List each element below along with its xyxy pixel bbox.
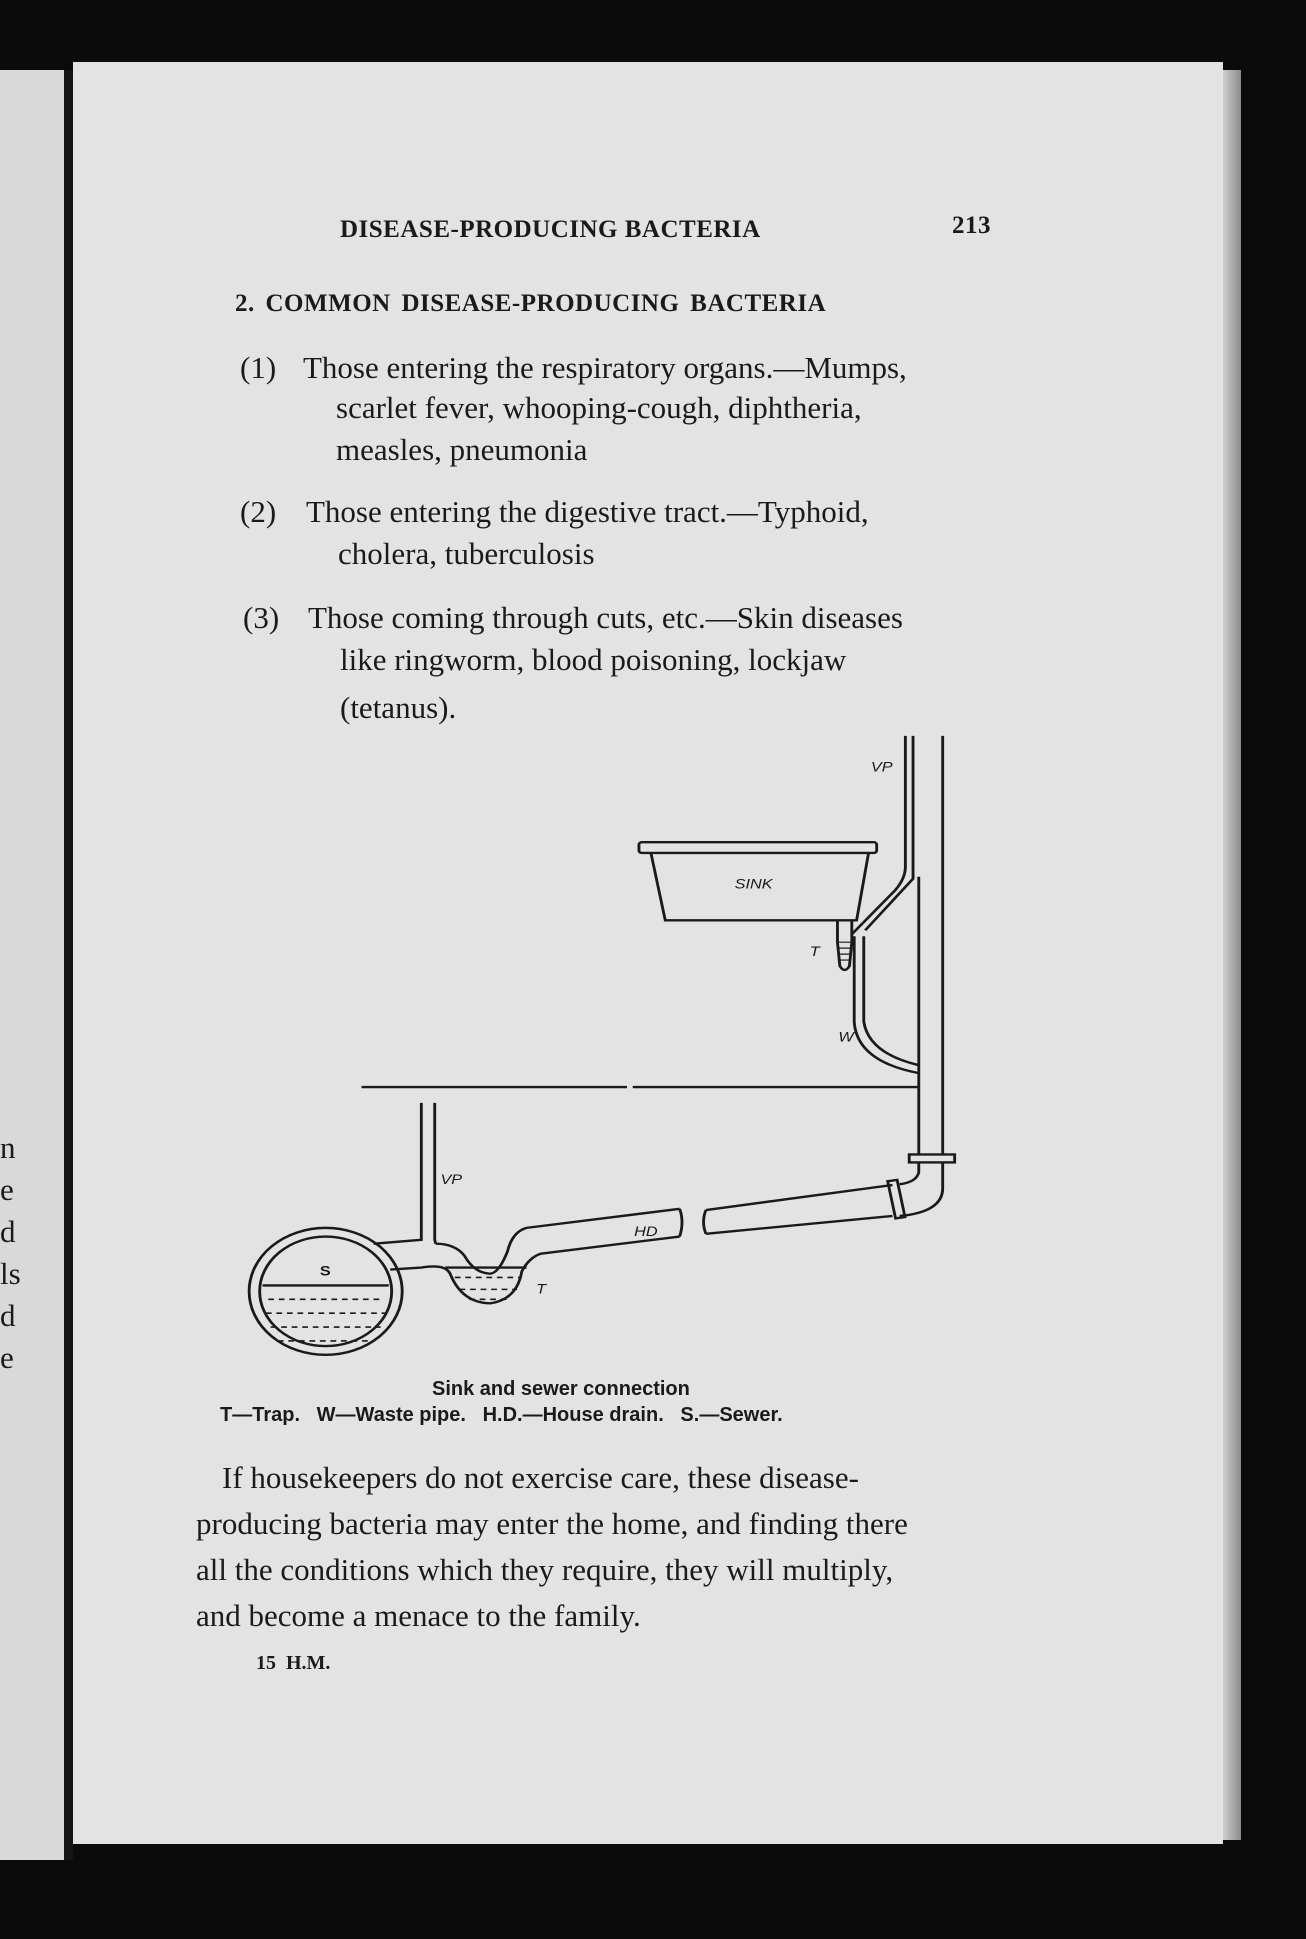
label-vp-top: VP bbox=[871, 760, 893, 775]
list-text: Those entering the respiratory organs.—M… bbox=[303, 350, 907, 385]
facing-page-fragment: d bbox=[0, 1214, 16, 1249]
paragraph-line: and become a menace to the family. bbox=[196, 1598, 641, 1633]
list-number: (2) bbox=[240, 494, 277, 529]
list-text: (tetanus). bbox=[340, 690, 457, 725]
water-hatching bbox=[265, 1276, 522, 1342]
figure-legend: T—Trap. W—Waste pipe. H.D.—House drain. … bbox=[220, 1404, 783, 1426]
stack-collar bbox=[907, 1153, 957, 1164]
facing-page-fragment: e bbox=[0, 1340, 14, 1375]
list-text: like ringworm, blood poisoning, lockjaw bbox=[340, 642, 847, 677]
label-house-drain: HD bbox=[634, 1224, 658, 1239]
list-number: (1) bbox=[240, 350, 277, 385]
waste-pipe bbox=[852, 936, 920, 1075]
signature-mark: 15 H.M. bbox=[256, 1652, 331, 1674]
list-text: Those coming through cuts, etc.—Skin dis… bbox=[308, 600, 903, 635]
drain-collar bbox=[886, 1178, 907, 1220]
facing-page-fragment: ls bbox=[0, 1256, 21, 1291]
book-spine bbox=[64, 70, 73, 1860]
list-text: scarlet fever, whooping-cough, diphtheri… bbox=[336, 390, 862, 425]
facing-page: n e d ls d e bbox=[0, 70, 66, 1860]
label-vp-bottom: VP bbox=[440, 1172, 462, 1187]
label-sewer: S bbox=[320, 1264, 331, 1279]
label-trap-top: T bbox=[810, 944, 821, 959]
facing-page-fragment: d bbox=[0, 1298, 16, 1333]
label-trap-bottom: T bbox=[536, 1282, 547, 1297]
section-heading: 2. COMMON DISEASE-PRODUCING BACTERIA bbox=[235, 290, 827, 317]
label-waste: W bbox=[838, 1030, 855, 1045]
sink-basin bbox=[649, 852, 870, 922]
figure-caption: Sink and sewer connection bbox=[432, 1378, 690, 1400]
list-number: (3) bbox=[243, 600, 280, 635]
sink-rim bbox=[637, 841, 879, 855]
list-text: Those entering the digestive tract.—Typh… bbox=[306, 494, 869, 529]
page-number: 213 bbox=[952, 212, 991, 239]
sewer-outer bbox=[247, 1226, 404, 1357]
paragraph-line: all the conditions which they require, t… bbox=[196, 1552, 894, 1587]
vent-pipe-bottom bbox=[373, 1102, 438, 1245]
sink-sewer-diagram: SINK VP T W VP HD S T bbox=[247, 735, 957, 1357]
sink-trap bbox=[836, 920, 854, 972]
elbow bbox=[899, 1162, 945, 1218]
sewer-inner bbox=[258, 1235, 394, 1348]
vent-pipe-top bbox=[850, 735, 915, 936]
list-text: cholera, tuberculosis bbox=[338, 536, 595, 571]
paragraph-line: producing bacteria may enter the home, a… bbox=[196, 1506, 908, 1541]
running-head-title: DISEASE-PRODUCING BACTERIA bbox=[340, 216, 761, 243]
label-sink: SINK bbox=[735, 877, 774, 892]
list-text: measles, pneumonia bbox=[336, 432, 588, 467]
paragraph-line: If housekeepers do not exercise care, th… bbox=[222, 1460, 859, 1495]
facing-page-fragment: e bbox=[0, 1172, 14, 1207]
soil-stack bbox=[917, 735, 945, 1155]
page-edge bbox=[1223, 70, 1241, 1840]
house-drain bbox=[702, 1183, 893, 1236]
book-page bbox=[73, 62, 1223, 1844]
facing-page-fragment: n bbox=[0, 1130, 16, 1165]
